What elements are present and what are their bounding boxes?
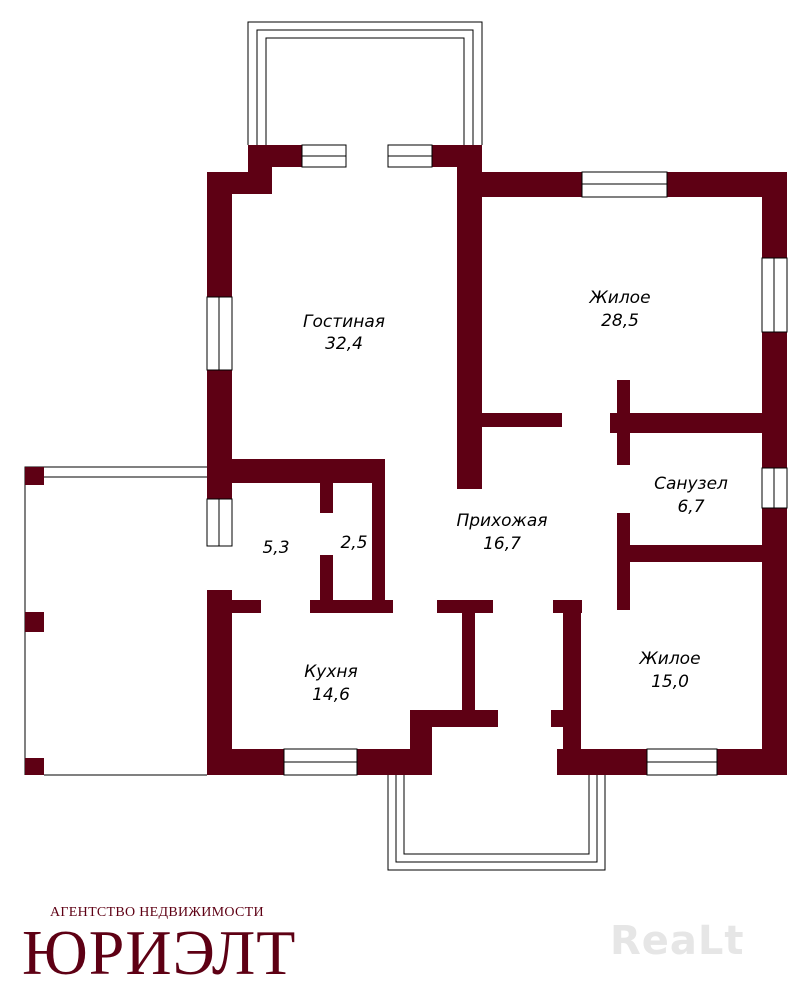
room-area-utility: 5,3 <box>262 538 289 558</box>
room-name-bedroom2: Жилое <box>638 649 700 669</box>
window-living-west <box>206 296 233 371</box>
window-bedroom1-east <box>761 257 788 333</box>
room-name-bathroom: Санузел <box>654 474 728 494</box>
room-area-hall: 16,7 <box>483 534 521 554</box>
room-area-pantry: 2,5 <box>340 533 367 553</box>
room-area-bathroom: 6,7 <box>677 497 704 517</box>
watermark-logo: ReaLt <box>610 918 745 964</box>
window-bedroom2-south <box>646 748 718 776</box>
room-name-kitchen: Кухня <box>304 662 358 682</box>
windows <box>206 144 788 776</box>
walls <box>25 145 787 775</box>
window-bedroom1-north <box>581 171 668 198</box>
window-bathroom-east <box>761 467 788 509</box>
terrace <box>24 466 207 776</box>
balcony-bottom <box>387 775 606 871</box>
room-area-bedroom2: 15,0 <box>651 672 689 692</box>
room-name-bedroom1: Жилое <box>588 288 650 308</box>
window-kitchen-south <box>283 748 358 776</box>
room-area-kitchen: 14,6 <box>312 685 350 705</box>
room-name-hall: Прихожая <box>456 511 547 531</box>
agency-logo: ЮРИЭЛТ <box>22 917 297 988</box>
window-top-left <box>301 144 347 168</box>
window-utility-west <box>206 498 233 547</box>
window-top-right <box>387 144 433 168</box>
balcony-top <box>247 21 483 145</box>
agency-subtitle: АГЕНТСТВО НЕДВИЖИМОСТИ <box>50 905 264 920</box>
room-area-bedroom1: 28,5 <box>601 311 639 331</box>
room-name-living: Гостиная <box>303 312 385 332</box>
room-area-living: 32,4 <box>325 334 363 354</box>
